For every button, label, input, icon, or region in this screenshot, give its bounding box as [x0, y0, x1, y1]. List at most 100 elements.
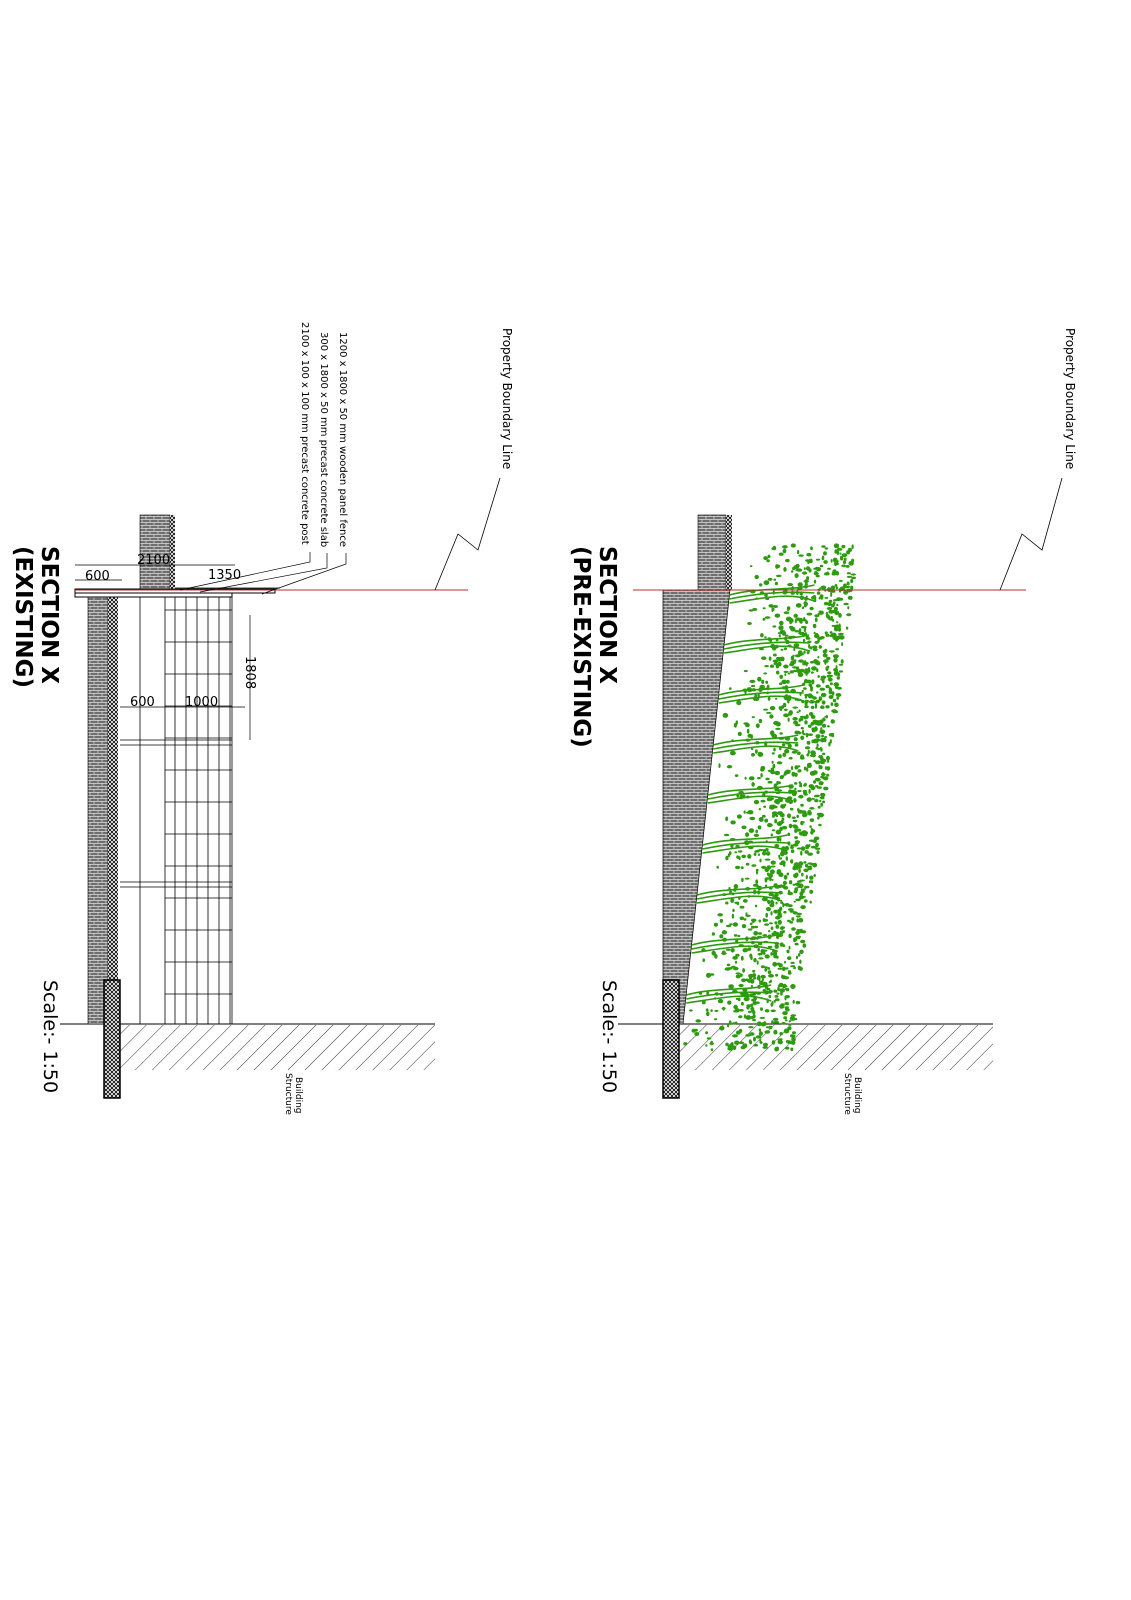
plant-leaf — [831, 618, 835, 622]
plant-leaf — [783, 708, 788, 711]
plant-leaf — [745, 887, 751, 891]
plant-leaf — [744, 877, 750, 880]
plant-leaf — [803, 715, 807, 720]
plant-leaf — [765, 1026, 771, 1029]
plant-leaf — [734, 774, 739, 777]
plant-leaf — [824, 596, 829, 599]
plant-leaf — [760, 768, 765, 772]
section-existing: Property Boundary Line 1200 x 1800 x 50 … — [10, 322, 514, 1115]
plant-leaf — [786, 679, 790, 684]
plant-leaf — [746, 1004, 750, 1010]
plant-leaf — [728, 887, 731, 891]
plant-leaf — [733, 966, 739, 971]
plant-leaf — [814, 614, 820, 618]
plant-leaf — [731, 892, 735, 896]
plant-leaf — [832, 719, 835, 724]
plant-leaf — [721, 1007, 726, 1010]
plant-stem — [713, 745, 799, 754]
plant-leaf — [777, 933, 784, 938]
plant-leaf — [810, 753, 816, 758]
plant-leaf — [788, 880, 793, 885]
plant-leaf — [779, 930, 784, 935]
plant-leaf — [749, 565, 753, 568]
plant-leaf — [751, 782, 755, 787]
plant-leaf — [768, 892, 774, 897]
plant-leaf — [797, 880, 802, 883]
plant-leaf — [808, 558, 813, 564]
plant-leaf — [824, 631, 828, 635]
plant-leaf — [753, 1043, 759, 1047]
plant-leaf — [820, 611, 824, 615]
plant-leaf — [804, 584, 808, 589]
plant-leaf — [747, 733, 753, 738]
plant-leaf — [787, 583, 793, 587]
plant-leaf — [784, 634, 789, 637]
upper-wall-cavity — [726, 515, 732, 590]
plant-leaf — [752, 969, 756, 973]
plant-stem — [723, 641, 810, 650]
plant-leaf — [804, 596, 808, 601]
plant-leaf — [784, 1019, 788, 1022]
plant-leaf — [816, 720, 822, 723]
plant-leaf — [795, 936, 798, 942]
plant-leaf — [794, 730, 799, 735]
plant-leaf — [774, 995, 779, 998]
plant-leaf — [826, 606, 833, 610]
plant-leaf — [783, 771, 788, 776]
plant-leaf — [796, 814, 799, 819]
plant-leaf — [798, 554, 804, 557]
plant-leaf — [777, 919, 782, 925]
plant-leaf — [822, 649, 827, 654]
plant-leaf — [780, 820, 784, 825]
plant-leaf — [787, 813, 791, 819]
plant-leaf — [833, 682, 840, 687]
plant-leaf — [784, 845, 790, 851]
plant-leaf — [788, 1020, 791, 1023]
plant-leaf — [810, 827, 813, 832]
plant-stem — [702, 845, 788, 854]
plant-leaf — [730, 843, 734, 849]
plant-leaf — [765, 777, 770, 781]
plant-leaf — [727, 1023, 730, 1028]
plant-leaf — [774, 644, 779, 649]
plant-leaf — [794, 743, 799, 747]
plant-leaf — [829, 682, 833, 686]
plant-leaf — [795, 618, 800, 621]
plant-leaf — [803, 627, 807, 633]
plant-leaf — [797, 770, 800, 773]
plant-leaf — [764, 966, 768, 969]
plant-leaf — [809, 771, 816, 776]
plant-leaf — [771, 607, 774, 613]
plant-leaf — [752, 883, 759, 887]
plant-leaf — [792, 911, 799, 915]
plant-leaf — [797, 790, 802, 792]
plant-leaf — [806, 651, 810, 655]
plant-leaf — [773, 909, 778, 914]
plant-leaf — [824, 661, 827, 665]
plant-leaf — [752, 1001, 758, 1005]
plant-leaf — [790, 1034, 796, 1038]
plant-leaf — [717, 913, 723, 917]
plant-leaf — [771, 732, 775, 738]
plant-stem — [723, 645, 810, 654]
plant-leaf — [809, 646, 813, 650]
plant-leaf — [790, 849, 795, 853]
plant-leaf — [770, 926, 774, 930]
plant-leaf — [815, 798, 818, 802]
plant-leaf — [774, 893, 779, 897]
plant-leaf — [836, 550, 840, 555]
plant-leaf — [799, 692, 802, 696]
plant-leaf — [809, 818, 815, 822]
plant-leaf — [785, 558, 790, 563]
plant-leaf — [751, 925, 755, 929]
plant-leaf — [747, 622, 752, 625]
plant-leaf — [732, 1034, 738, 1038]
plant-leaf — [778, 890, 783, 895]
plant-leaf — [781, 679, 788, 685]
plant-leaf — [841, 544, 846, 549]
plant-leaf — [767, 769, 772, 772]
plant-leaf — [810, 845, 817, 849]
plant-leaf — [809, 875, 814, 880]
plant-leaf — [780, 804, 786, 809]
plant-leaf — [766, 691, 769, 695]
